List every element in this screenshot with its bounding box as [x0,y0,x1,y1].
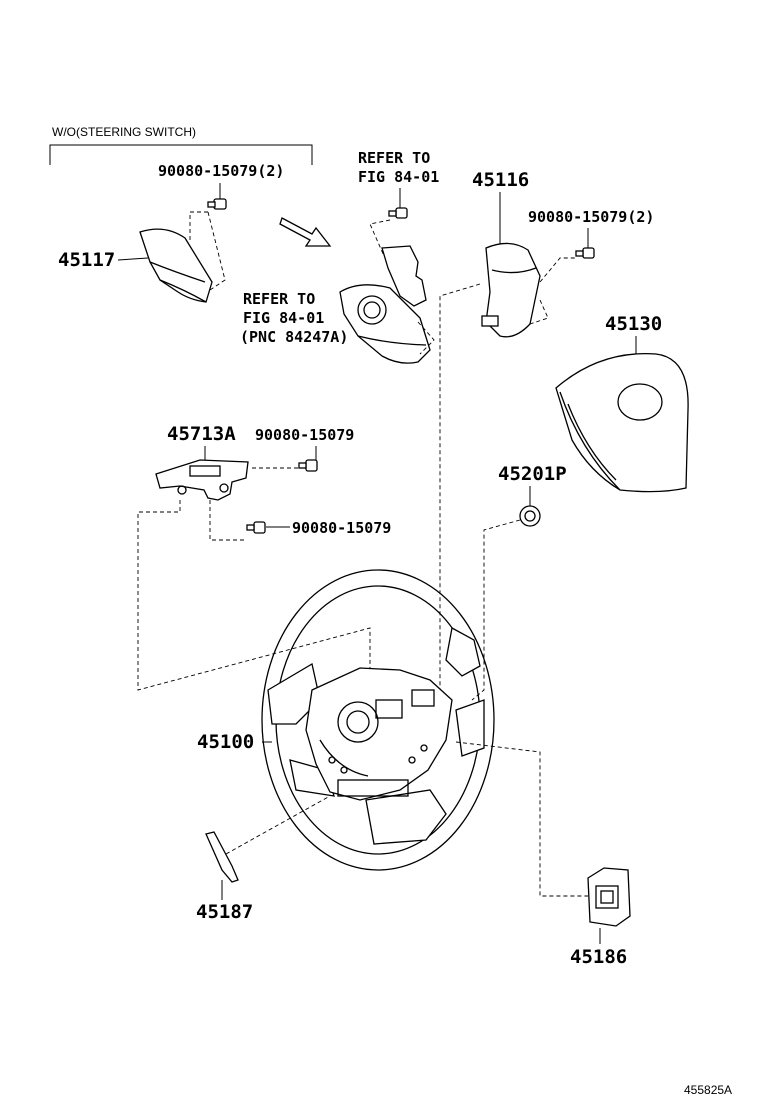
part-45187-trim [205,831,239,883]
screw-label-switch-top: 90080-15079 [255,426,354,444]
illustration-id: 455825A [684,1083,732,1097]
part-45186-switch [587,867,631,927]
part-label-45116: 45116 [472,169,529,191]
part-label-45201P: 45201P [498,463,567,485]
center-switch-assembly [339,245,431,364]
part-label-45117: 45117 [58,249,115,271]
part-45117-cover [139,228,213,303]
ref-mid-line2: FIG 84-01 [243,309,324,327]
part-45116-cover [481,242,541,338]
ref-mid-line3: (PNC 84247A) [240,328,348,346]
screw-icon [246,521,266,534]
part-label-45100: 45100 [197,731,254,753]
screw-icon [298,459,318,472]
part-label-45186: 45186 [570,946,627,968]
variant-note: W/O(STEERING SWITCH) [52,125,196,139]
part-label-45130: 45130 [605,313,662,335]
variant-bracket: W/O(STEERING SWITCH) [49,125,313,165]
screw-label-left: 90080-15079(2) [158,162,284,180]
screw-icon [207,198,227,210]
part-45130-airbag [555,352,689,493]
screw-label-switch-bottom: 90080-15079 [292,519,391,537]
direction-arrow-icon [279,217,332,247]
ref-top-line1: REFER TO [358,149,430,167]
part-45100-steering-wheel [261,569,495,871]
part-label-45187: 45187 [196,901,253,923]
screw-label-right: 90080-15079(2) [528,208,654,226]
ref-mid-line1: REFER TO [243,290,315,308]
part-45201P-nut [519,505,541,527]
screw-icon [575,247,595,259]
ref-top-line2: FIG 84-01 [358,168,439,186]
part-label-45713A: 45713A [167,423,236,445]
part-45713A-switch [155,459,249,501]
screw-icon [388,207,408,219]
